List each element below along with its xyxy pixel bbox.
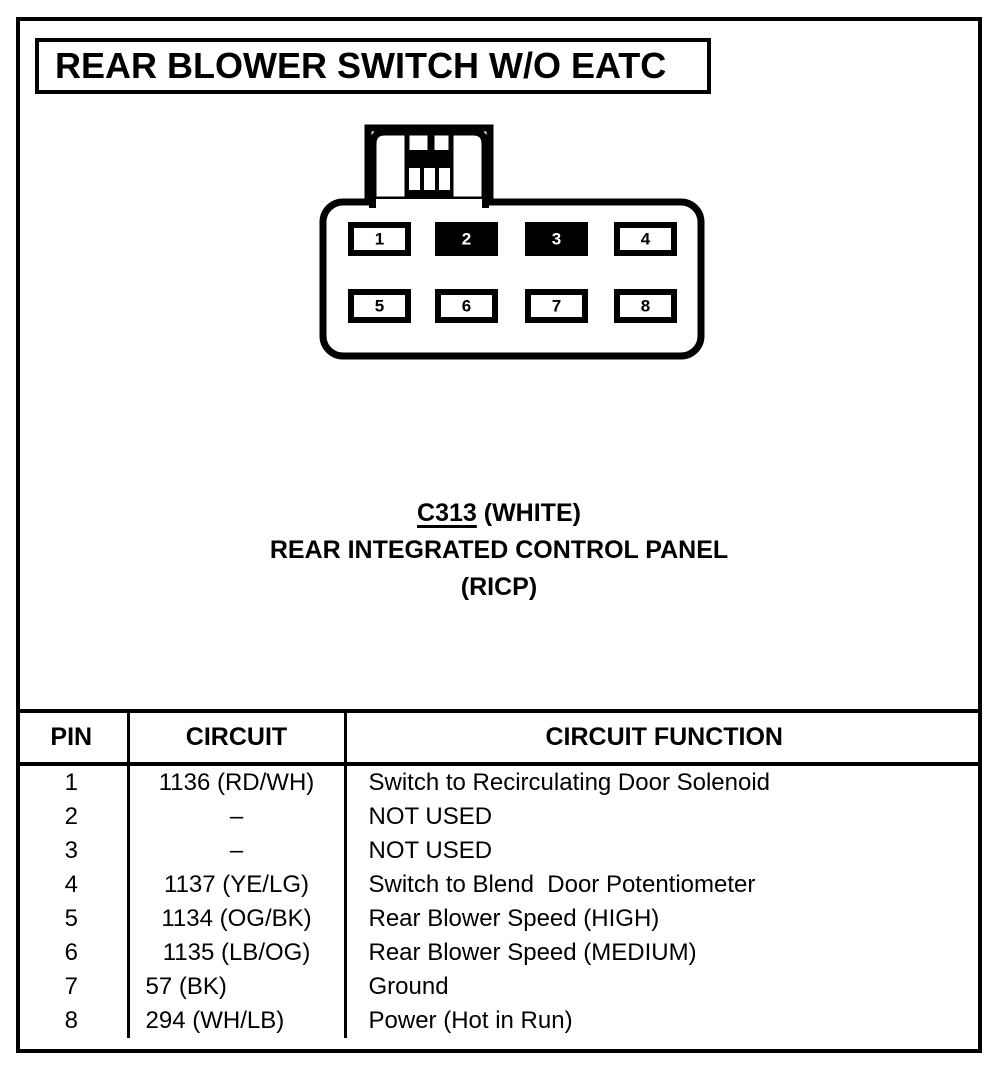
table-row: 1 1136 (RD/WH) Switch to Recirculating D… <box>16 764 982 800</box>
pin-box-1 <box>348 222 411 256</box>
cell-function: Power (Hot in Run) <box>368 1007 573 1034</box>
cell-function: NOT USED <box>368 803 493 830</box>
cell-circuit: 1135 (LB/OG) <box>128 936 347 970</box>
title-box: REAR BLOWER SWITCH W/O EATC <box>35 38 711 94</box>
table-row: 8 294 (WH/LB) Power (Hot in Run) <box>16 1004 982 1038</box>
tab-right-wall-cap <box>482 199 489 208</box>
cell-function: Switch to Recirculating Door Solenoid <box>368 769 771 796</box>
cell-circuit: 1134 (OG/BK) <box>128 902 347 936</box>
pin-box-6 <box>435 289 498 323</box>
cell-circuit: – <box>128 800 347 834</box>
pin-number-5: 5 <box>375 296 384 315</box>
cell-pin: 6 <box>16 936 130 970</box>
pin-box-5 <box>348 289 411 323</box>
caption-line-1: C313 (WHITE) <box>16 495 982 532</box>
table-row: 5 1134 (OG/BK) Rear Blower Speed (HIGH) <box>16 902 982 936</box>
table-header-row: PIN CIRCUIT CIRCUIT FUNCTION <box>16 713 982 766</box>
pinout-table: PIN CIRCUIT CIRCUIT FUNCTION 1 1136 (RD/… <box>16 713 982 1038</box>
table-top-rule <box>16 709 982 713</box>
column-header-function: CIRCUIT FUNCTION <box>345 713 982 766</box>
pin-number-7: 7 <box>552 296 561 315</box>
cell-pin: 3 <box>16 834 130 868</box>
pin-number-3: 3 <box>552 229 561 248</box>
component-abbrev: (RICP) <box>460 573 538 601</box>
tab-keyway-slot-1 <box>409 168 420 190</box>
connector-color: (WHITE) <box>476 499 581 527</box>
pin-row-top: 1 2 3 4 <box>348 222 677 256</box>
pin-box-8 <box>614 289 677 323</box>
pin-box-4 <box>614 222 677 256</box>
cell-pin: 4 <box>16 868 130 902</box>
cell-function: Rear Blower Speed (MEDIUM) <box>368 939 697 966</box>
tab-keyway-slot-2 <box>424 168 435 190</box>
pin-box-3 <box>525 222 588 256</box>
table-row: 6 1135 (LB/OG) Rear Blower Speed (MEDIUM… <box>16 936 982 970</box>
cell-circuit: 57 (BK) <box>128 970 347 1004</box>
page-border <box>16 17 982 1053</box>
cell-pin: 8 <box>16 1004 130 1038</box>
component-name: REAR INTEGRATED CONTROL PANEL <box>269 536 729 564</box>
pin-number-8: 8 <box>641 296 650 315</box>
connector-illustration: 1 2 3 4 5 6 7 8 <box>318 120 706 362</box>
tab-left-wall <box>369 160 376 210</box>
tab-body-junction <box>373 199 485 207</box>
cell-function: NOT USED <box>368 837 493 864</box>
cell-circuit: 1137 (YE/LG) <box>128 868 347 902</box>
pin-box-2 <box>435 222 498 256</box>
pin-box-7 <box>525 289 588 323</box>
table-row: 3 – NOT USED <box>16 834 982 868</box>
page-title: REAR BLOWER SWITCH W/O EATC <box>55 45 667 86</box>
pin-row-bottom: 5 6 7 8 <box>348 289 677 323</box>
connector-svg: 1 2 3 4 5 6 7 8 <box>319 124 705 360</box>
cell-pin: 1 <box>16 764 130 800</box>
column-header-circuit: CIRCUIT <box>128 713 347 766</box>
cell-circuit: 294 (WH/LB) <box>128 1004 347 1038</box>
connector-id: C313 <box>417 499 477 527</box>
tab-left-wall-cap <box>369 199 376 208</box>
table-body: 1 1136 (RD/WH) Switch to Recirculating D… <box>16 764 982 1038</box>
table-row: 2 – NOT USED <box>16 800 982 834</box>
cell-pin: 5 <box>16 902 130 936</box>
cell-pin: 2 <box>16 800 130 834</box>
cell-function: Switch to Blend Door Potentiometer <box>368 871 756 898</box>
cell-function: Rear Blower Speed (HIGH) <box>368 905 660 932</box>
pin-number-2: 2 <box>462 229 471 248</box>
tab-right-wall <box>482 160 489 210</box>
tab-keyway-slot-3 <box>439 168 450 190</box>
table-header: PIN CIRCUIT CIRCUIT FUNCTION <box>16 713 982 766</box>
column-header-pin: PIN <box>16 713 130 766</box>
table-row: 7 57 (BK) Ground <box>16 970 982 1004</box>
table-row: 4 1137 (YE/LG) Switch to Blend Door Pote… <box>16 868 982 902</box>
pin-number-4: 4 <box>641 229 651 248</box>
connector-body <box>319 198 705 360</box>
cell-circuit: 1136 (RD/WH) <box>128 764 347 800</box>
cell-pin: 7 <box>16 970 130 1004</box>
pin-number-6: 6 <box>462 296 471 315</box>
cell-function: Ground <box>368 973 449 1000</box>
pin-number-1: 1 <box>375 229 384 248</box>
cell-circuit: – <box>128 834 347 868</box>
connector-caption: C313 (WHITE) REAR INTEGRATED CONTROL PAN… <box>16 495 982 606</box>
